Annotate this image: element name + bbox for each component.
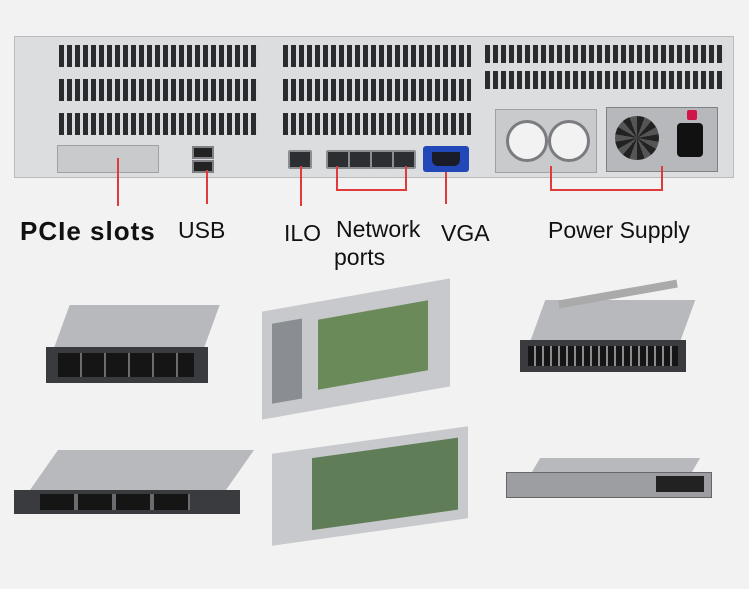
chassis-top — [29, 450, 255, 490]
center-vent-2 — [283, 79, 471, 101]
vga-callout-line — [445, 172, 447, 204]
pcie-vent-1 — [59, 45, 259, 67]
pcie-callout-line — [117, 158, 119, 206]
fan-icon — [506, 120, 548, 162]
vga-port — [423, 146, 469, 172]
network-port — [348, 150, 372, 169]
server-1u-front-photo — [14, 450, 255, 520]
pcie-vent-2 — [59, 79, 259, 101]
power-socket-icon — [677, 123, 703, 157]
power-supply-unit — [606, 107, 718, 172]
center-vent-1 — [283, 45, 471, 67]
server-open-motherboard-photo — [272, 426, 468, 546]
network-label-line2: ports — [334, 244, 386, 270]
right-vent-1 — [485, 45, 725, 63]
drive-bays — [528, 346, 678, 366]
usb-port — [192, 146, 214, 159]
network-callout-bar — [336, 189, 407, 191]
center-vent-3 — [283, 113, 471, 135]
pcie-slot-cover — [57, 145, 159, 173]
psu-modules — [656, 476, 704, 492]
chassis-top — [531, 458, 701, 472]
psu-callout-bar — [550, 189, 663, 191]
right-vent-2 — [485, 71, 725, 89]
pcie-vent-3 — [59, 113, 259, 135]
network-port — [326, 150, 350, 169]
network-callout-line — [336, 166, 338, 190]
ilo-label: ILO — [284, 220, 322, 246]
psu-callout-line — [661, 166, 663, 190]
server-2u-front-photo — [44, 305, 220, 385]
network-port — [370, 150, 394, 169]
server-with-rails-photo — [518, 279, 696, 384]
usb-port — [192, 160, 214, 173]
network-callout-line — [405, 166, 407, 190]
chassis-top — [54, 305, 220, 347]
motherboard — [312, 437, 458, 531]
vga-label: VGA — [441, 220, 490, 246]
ilo-callout-line — [300, 166, 302, 206]
chassis-top — [530, 300, 696, 340]
usb-label: USB — [178, 217, 226, 243]
fan-icon — [548, 120, 590, 162]
server-1u-rear-photo — [506, 458, 712, 500]
network-label-line1: Network — [336, 216, 421, 242]
psu-fan-icon — [615, 116, 659, 160]
power-supply-label: Power Supply — [548, 217, 690, 243]
psu-latch — [687, 110, 697, 120]
pcie-label: PCIe slots — [20, 216, 156, 246]
motherboard — [318, 300, 428, 390]
network-port — [392, 150, 416, 169]
psu-callout-line — [550, 166, 552, 190]
drive-bays — [58, 353, 194, 377]
drive-bays — [40, 494, 190, 510]
server-open-chassis-photo — [262, 278, 450, 420]
psu-bay-1 — [495, 109, 597, 173]
drive-cage — [272, 318, 302, 404]
usb-callout-line — [206, 170, 208, 204]
